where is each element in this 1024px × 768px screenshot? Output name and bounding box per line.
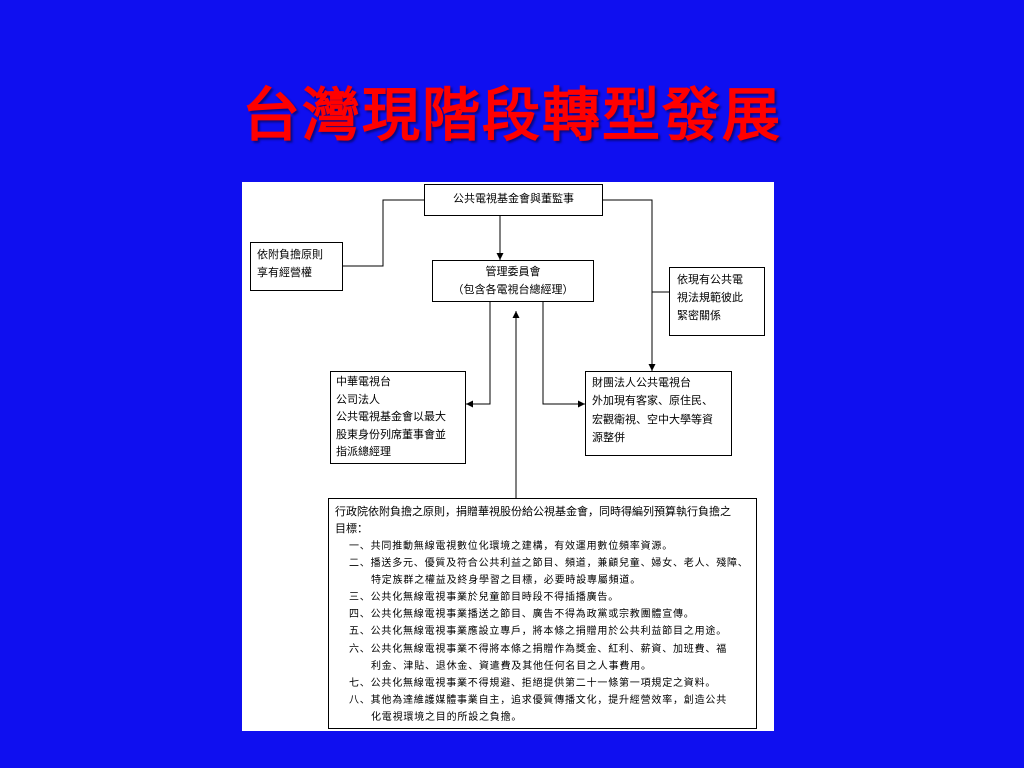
- connector-committee-to-pts: [542, 302, 585, 408]
- box-burden-principle: 依附負擔原則 享有經營權: [250, 242, 343, 291]
- obligations-intro: 行政院依附負擔之原則，捐贈華視股份給公視基金會，同時得編列預算執行負擔之 目標：: [335, 505, 731, 535]
- box-pts: 財團法人公共電視台 外加現有客家、原住民、 宏觀衛視、空中大學等資 源整併: [585, 371, 732, 456]
- diagram-panel: 公共電視基金會與董監事 依附負擔原則 享有經營權 管理委員會 （包含各電視台總經…: [242, 182, 774, 731]
- obligation-item: 一、共同推動無線電視數位化環境之建構，有效運用數位頻率資源。: [349, 541, 673, 552]
- obligation-item: 六、公共化無線電視事業不得將本條之捐贈作為獎金、紅利、薪資、加班費、福 利金、津…: [349, 643, 727, 672]
- slide-title: 台灣現階段轉型發展: [241, 81, 782, 149]
- obligation-item: 二、播送多元、優質及符合公共利益之節目、頻道，兼顧兒童、婦女、老人、殘障、 特定…: [349, 558, 749, 587]
- obligation-item: 八、其他為達維護媒體事業自主，追求優質傳播文化，提升經營效率，創造公共 化電視環…: [349, 694, 727, 723]
- connector-committee-to-cts: [466, 302, 491, 408]
- connector-board-to-principle: [343, 199, 424, 267]
- obligation-item: 三、公共化無線電視事業於兒童節目時段不得插播廣告。: [349, 592, 619, 604]
- obligation-item: 五、公共化無線電視事業應設立專戶，將本條之捐贈用於公共利益節目之用途。: [349, 626, 727, 638]
- connector-layer: [343, 199, 669, 498]
- box-cts: 中華電視台 公司法人 公共電視基金會以最大 股東身份列席董事會並 指派總經理: [330, 371, 466, 464]
- obligation-item: 七、公共化無線電視事業不得規避、拒絕提供第二十一條第一項規定之資料。: [349, 677, 717, 689]
- box-public-tv-law: 依現有公共電 視法規範彼此 緊密關係: [669, 267, 765, 336]
- box-obligations: 行政院依附負擔之原則，捐贈華視股份給公視基金會，同時得編列預算執行負擔之 目標：…: [328, 498, 757, 729]
- obligations-list: 一、共同推動無線電視數位化環境之建構，有效運用數位頻率資源。 二、播送多元、優質…: [335, 538, 756, 726]
- box-management-committee: 管理委員會 （包含各電視台總經理）: [432, 260, 594, 302]
- connector-board-to-pts: [603, 199, 656, 371]
- box-board-of-directors: 公共電視基金會與董監事: [424, 184, 603, 216]
- obligation-item: 四、公共化無線電視事業播送之節目、廣告不得為政黨或宗教團體宣傳。: [349, 609, 695, 621]
